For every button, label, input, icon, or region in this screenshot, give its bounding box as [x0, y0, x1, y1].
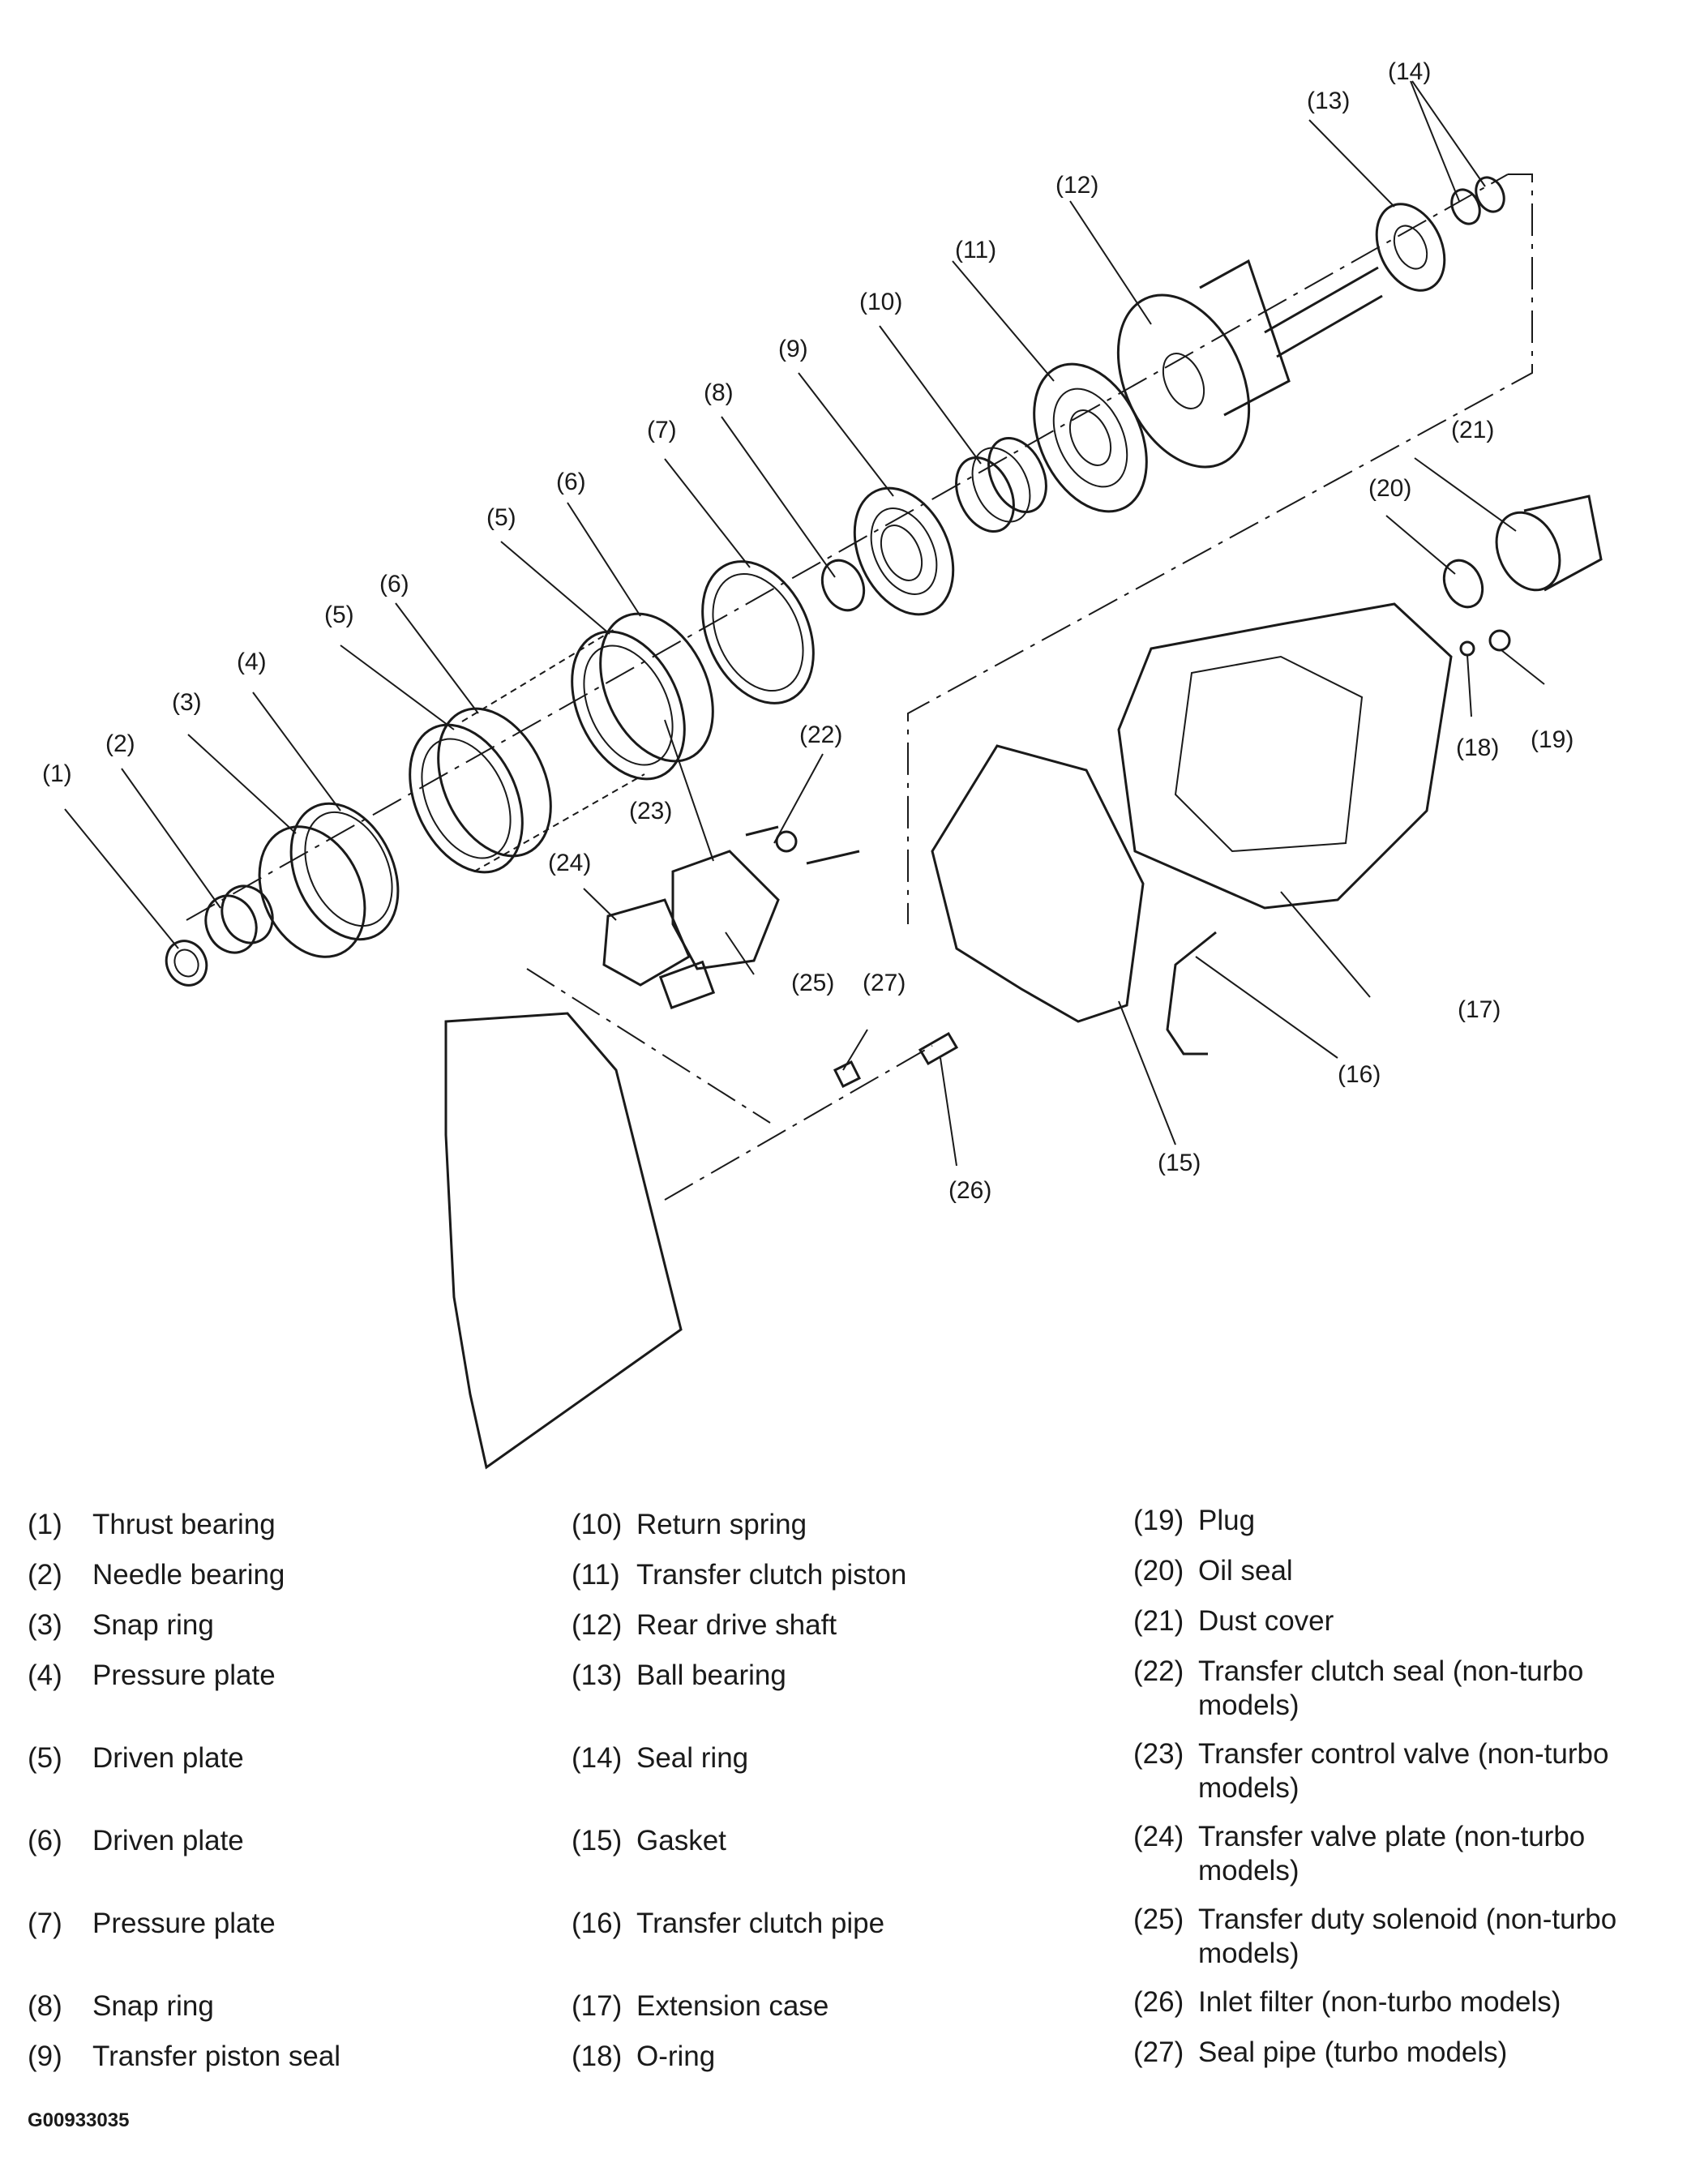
- extension-case-shape: [1117, 602, 1453, 910]
- legend-item-27: (27)Seal pipe (turbo models): [1133, 2036, 1508, 2068]
- extension-case-outline: [907, 173, 1533, 924]
- legend-item-10: (10)Return spring: [572, 1509, 807, 1540]
- callout-26: (26): [948, 1177, 991, 1204]
- legend-item-19: (19)Plug: [1133, 1505, 1256, 1536]
- seal-ring-shape: [1450, 176, 1505, 225]
- callout-12: (12): [1055, 172, 1098, 199]
- legend-item-2: (2)Needle bearing: [28, 1559, 285, 1591]
- callout-21: (21): [1451, 417, 1494, 443]
- legend-item-5: (5)Driven plate: [28, 1742, 244, 1774]
- legend-item-14: (14)Seal ring: [572, 1742, 749, 1774]
- snap-ring-rear-shape: [820, 559, 866, 612]
- plate-pack-guide: [461, 627, 645, 872]
- gasket-shape: [931, 744, 1145, 1023]
- callout-6: (6): [379, 571, 409, 597]
- legend-item-4: (4)Pressure plate: [28, 1659, 276, 1691]
- callout-13: (13): [1307, 88, 1350, 114]
- oil-seal-shape: [1442, 559, 1484, 609]
- callout-5-rear: (5): [486, 504, 516, 531]
- needle-bearing-shape: [204, 884, 274, 954]
- legend-item-7: (7)Pressure plate: [28, 1908, 276, 1939]
- ball-bearing-shape: [1375, 203, 1446, 292]
- legend-item-23: (23)Transfer control valve (non-turbo mo…: [1133, 1738, 1609, 1804]
- pressure-plate-shape: [289, 802, 400, 941]
- legend-item-25: (25)Transfer duty solenoid (non-turbo mo…: [1133, 1904, 1617, 1969]
- legend-item-13: (13)Ball bearing: [572, 1659, 786, 1691]
- callout-27: (27): [863, 970, 906, 996]
- callout-25: (25): [791, 970, 834, 996]
- valve-axis: [526, 968, 771, 1124]
- valve-assembly-shape: [602, 825, 860, 1009]
- transfer-clutch-piston-shape: [1033, 362, 1148, 513]
- figure-code: G00933035: [28, 2109, 130, 2131]
- callout-17: (17): [1458, 996, 1501, 1023]
- legend-item-11: (11)Transfer clutch piston: [572, 1559, 907, 1591]
- filter-axis: [664, 1045, 933, 1201]
- legend-item-15: (15)Gasket: [572, 1825, 726, 1856]
- callout-1: (1): [42, 760, 72, 787]
- callout-16: (16): [1338, 1061, 1381, 1088]
- filter-pipe-shape: [833, 1031, 959, 1089]
- return-spring-shape: [955, 436, 1047, 533]
- legend-item-17: (17)Extension case: [572, 1990, 829, 2022]
- transfer-clutch-pipe-shape: [1166, 931, 1217, 1056]
- snap-ring-shape: [258, 825, 366, 958]
- callout-14: (14): [1388, 58, 1431, 85]
- legend-item-21: (21)Dust cover: [1133, 1605, 1334, 1637]
- pressure-plate-rear-shape: [701, 560, 815, 704]
- callout-22: (22): [799, 722, 842, 748]
- callout-3: (3): [172, 689, 202, 716]
- callout-8: (8): [704, 379, 734, 406]
- transfer-piston-seal-shape: [853, 486, 955, 616]
- legend-item-18: (18)O-ring: [572, 2041, 716, 2072]
- legend-item-12: (12)Rear drive shaft: [572, 1609, 837, 1641]
- callout-4: (4): [237, 649, 267, 675]
- legend-item-22: (22)Transfer clutch seal (non-turbo mode…: [1133, 1655, 1584, 1721]
- legend-item-1: (1)Thrust bearing: [28, 1509, 276, 1540]
- legend-item-24: (24)Transfer valve plate (non-turbo mode…: [1133, 1821, 1586, 1886]
- callout-5: (5): [324, 602, 354, 628]
- callout-11: (11): [955, 237, 996, 263]
- legend-item-6: (6)Driven plate: [28, 1825, 244, 1856]
- callout-19: (19): [1531, 726, 1574, 753]
- assembly-axis: [186, 173, 1509, 921]
- parts-legend: (1)Thrust bearing (2)Needle bearing (3)S…: [0, 1505, 1687, 2108]
- o-ring-shape: [1459, 640, 1475, 657]
- callout-24: (24): [548, 850, 591, 876]
- exploded-view-diagram: (1) (2) (3) (4) (5) (6) (5) (6) (7) (8) …: [42, 58, 1603, 1470]
- callout-20: (20): [1368, 475, 1411, 502]
- callout-10: (10): [859, 289, 902, 315]
- driven-plate-pack-rear: [571, 612, 714, 781]
- callout-18: (18): [1456, 734, 1499, 761]
- legend-item-9: (9)Transfer piston seal: [28, 2041, 341, 2072]
- legend-item-26: (26)Inlet filter (non-turbo models): [1133, 1986, 1561, 2018]
- dust-cover-shape: [1495, 495, 1603, 592]
- legend-item-8: (8)Snap ring: [28, 1990, 214, 2022]
- callout-15: (15): [1158, 1150, 1201, 1176]
- legend-item-3: (3)Snap ring: [28, 1609, 214, 1641]
- plug-shape: [1488, 629, 1511, 652]
- thrust-bearing-shape: [165, 940, 208, 987]
- callout-23: (23): [629, 798, 672, 824]
- driven-plate-pack-front: [409, 707, 552, 874]
- transmission-housing-shape: [444, 1012, 683, 1470]
- callout-9: (9): [778, 336, 808, 362]
- rear-drive-shaft-shape: [1116, 259, 1383, 469]
- callout-7: (7): [647, 417, 677, 443]
- callout-6-rear: (6): [556, 469, 586, 495]
- callout-2: (2): [105, 730, 135, 757]
- legend-item-16: (16)Transfer clutch pipe: [572, 1908, 885, 1939]
- legend-item-20: (20)Oil seal: [1133, 1555, 1293, 1587]
